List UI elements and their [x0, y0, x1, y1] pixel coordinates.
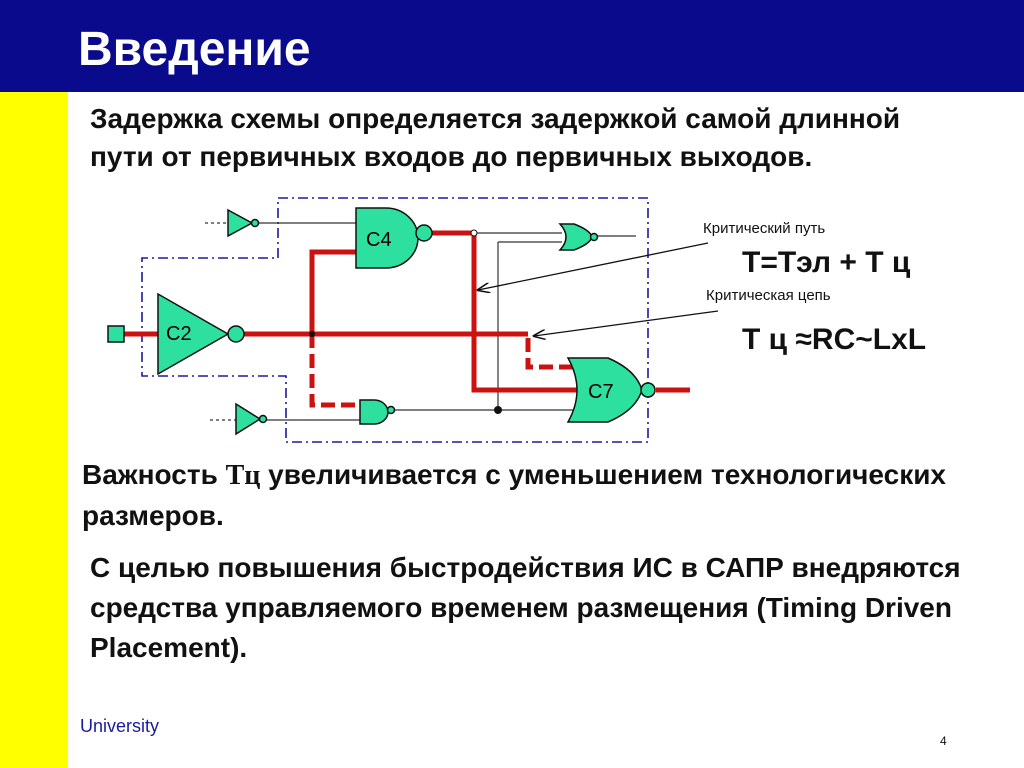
slide-title: Введение — [78, 23, 311, 76]
footer-university: University — [80, 716, 160, 736]
open-junctions — [470, 229, 478, 237]
importance-term: Тц — [225, 460, 261, 491]
gate-c7-label: C7 — [588, 381, 614, 403]
gate-c7 — [566, 357, 656, 423]
gate-c2-label: C2 — [166, 323, 192, 345]
critical-path-label: Критический путь — [703, 220, 826, 237]
formula-wire-delay: T ц ≈RC~LxL — [742, 323, 927, 356]
formula-total-delay: T=Tэл + T ц — [742, 246, 911, 279]
arrow-critical-path — [478, 242, 709, 290]
importance-prefix: Важность — [82, 459, 226, 490]
primary-input — [107, 325, 125, 343]
critical-chain-wires — [309, 331, 578, 408]
gate-small-or — [558, 223, 599, 251]
yellow-sidebar — [0, 92, 68, 768]
gate-c2 — [157, 292, 245, 376]
header-bar — [0, 0, 1024, 92]
junction-dots — [309, 331, 502, 414]
gate-small-nand — [359, 399, 396, 425]
paragraph-delay: Задержка схемы определяется задержкой са… — [90, 103, 901, 172]
critical-chain-label: Критическая цепь — [706, 287, 831, 304]
thin-wires — [205, 222, 636, 421]
gate-c4 — [355, 207, 433, 269]
gate-c4-label: C4 — [366, 229, 392, 251]
circuit-boundary — [141, 197, 649, 443]
buffer-top — [227, 208, 260, 238]
importance-suffix: увеличивается с уменьшением технологичес… — [82, 459, 947, 531]
page-number: 4 — [940, 734, 947, 748]
arrow-critical-chain — [534, 310, 719, 336]
paragraph-timing-driven: С целью повышения быстродействия ИС в СА… — [90, 552, 961, 663]
buffer-bottom — [235, 402, 268, 436]
paragraph-importance: Важность Тц увеличивается с уменьшением … — [82, 455, 982, 536]
